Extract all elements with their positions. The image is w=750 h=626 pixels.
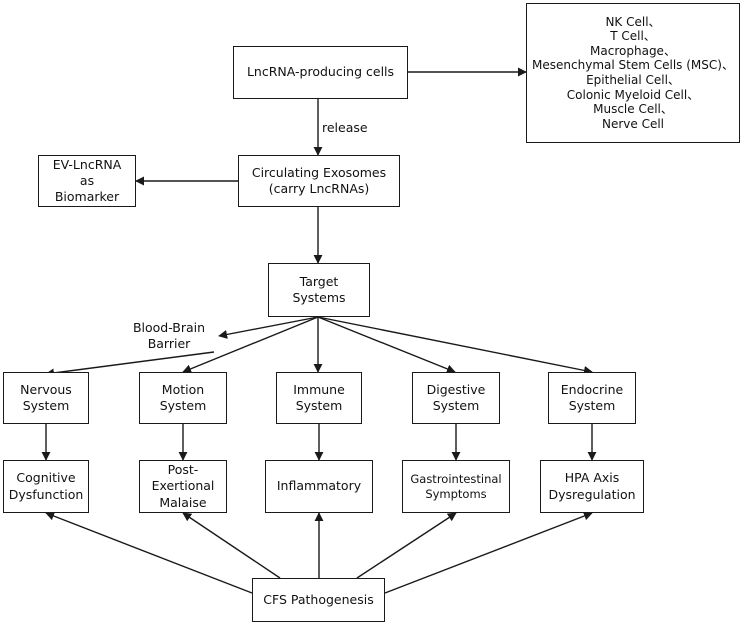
endocrine-system-box: Endocrine System bbox=[548, 372, 636, 424]
nervous-line-1: Nervous bbox=[20, 381, 72, 397]
bbb-line-2: Barrier bbox=[147, 336, 191, 352]
cell-type-epithelial: Epithelial Cell、 bbox=[586, 73, 680, 87]
digestive-system-box: Digestive System bbox=[412, 372, 500, 424]
immune-line-2: System bbox=[295, 398, 343, 413]
exosomes-line-1: Circulating Exosomes bbox=[251, 164, 387, 180]
endocrine-line-2: System bbox=[568, 398, 616, 413]
cognitive-line-1: Cognitive bbox=[16, 470, 76, 486]
motion-line-2: System bbox=[159, 398, 207, 413]
cell-type-t: T Cell、 bbox=[610, 29, 656, 44]
arrow-cfs-to-cognitive bbox=[45, 511, 253, 594]
circulating-exosomes-box: Circulating Exosomes (carry LncRNAs) bbox=[238, 155, 400, 207]
cfs-text: CFS Pathogenesis bbox=[263, 591, 374, 607]
biomarker-line-2: as bbox=[79, 172, 95, 188]
cell-type-macrophage: Macrophage、 bbox=[590, 43, 676, 58]
cell-type-colonic-myeloid: Colonic Myeloid Cell、 bbox=[566, 87, 700, 102]
target-systems-line-1: Target bbox=[299, 273, 339, 289]
post-exertional-malaise-box: Post- Exertional Malaise bbox=[139, 460, 227, 513]
cell-type-msc: Mesenchymal Stem Cells (MSC)、 bbox=[532, 58, 734, 73]
immune-system-box: Immune System bbox=[276, 372, 362, 424]
pem-line-3: Malaise bbox=[159, 494, 207, 510]
motion-line-1: Motion bbox=[161, 381, 205, 397]
arrow-cfs-to-gi bbox=[356, 512, 457, 579]
endocrine-line-1: Endocrine bbox=[560, 381, 624, 397]
blood-brain-barrier-label: Blood-Brain Barrier bbox=[122, 320, 216, 353]
target-systems-box: Target Systems bbox=[268, 263, 370, 317]
pem-line-2: Exertional bbox=[151, 478, 215, 494]
arrow-cfs-to-pem bbox=[182, 512, 281, 579]
bbb-line-1: Blood-Brain bbox=[132, 320, 206, 335]
lncrna-producing-cells-text: LncRNA-producing cells bbox=[246, 64, 395, 80]
inflammatory-box: Inflammatory bbox=[265, 460, 373, 513]
hpa-axis-dysregulation-box: HPA Axis Dysregulation bbox=[540, 460, 644, 513]
hpa-line-2: Dysregulation bbox=[548, 486, 636, 502]
motion-system-box: Motion System bbox=[139, 372, 227, 424]
cfs-pathogenesis-box: CFS Pathogenesis bbox=[252, 578, 385, 622]
cognitive-dysfunction-box: Cognitive Dysfunction bbox=[3, 460, 89, 513]
immune-line-1: Immune bbox=[293, 381, 345, 397]
arrow-target-to-digestive bbox=[317, 316, 456, 374]
digestive-line-1: Digestive bbox=[426, 381, 486, 397]
gi-line-2: Symptoms bbox=[425, 486, 487, 501]
cell-types-box: NK Cell、 T Cell、 Macrophage、 Mesenchymal… bbox=[526, 3, 740, 143]
gi-line-1: Gastrointestinal bbox=[410, 471, 502, 486]
digestive-line-2: System bbox=[432, 398, 480, 413]
arrow-target-to-bbb bbox=[218, 316, 319, 339]
arrow-target-to-endocrine bbox=[317, 316, 593, 375]
ev-lncrna-biomarker-box: EV-LncRNA as Biomarker bbox=[38, 155, 136, 207]
biomarker-line-3: Biomarker bbox=[54, 189, 120, 205]
nervous-line-2: System bbox=[22, 398, 70, 413]
release-label: release bbox=[322, 120, 368, 135]
biomarker-line-1: EV-LncRNA bbox=[52, 156, 122, 172]
exosomes-line-2: (carry LncRNAs) bbox=[268, 181, 370, 196]
pem-line-1: Post- bbox=[167, 462, 199, 478]
cell-type-muscle: Muscle Cell、 bbox=[593, 102, 673, 117]
cell-type-nerve: Nerve Cell bbox=[601, 116, 665, 131]
inflammatory-text: Inflammatory bbox=[276, 478, 362, 494]
nervous-system-box: Nervous System bbox=[3, 372, 89, 424]
arrow-target-to-motion bbox=[182, 316, 319, 374]
lncrna-producing-cells-box: LncRNA-producing cells bbox=[233, 46, 408, 99]
hpa-line-1: HPA Axis bbox=[564, 470, 620, 486]
arrow-cfs-to-hpa bbox=[384, 511, 593, 594]
gastrointestinal-symptoms-box: Gastrointestinal Symptoms bbox=[402, 460, 510, 513]
cell-type-nk: NK Cell、 bbox=[605, 14, 661, 29]
target-systems-line-2: Systems bbox=[292, 290, 346, 305]
arrow-bbb-to-nervous bbox=[45, 351, 215, 378]
cognitive-line-2: Dysfunction bbox=[8, 486, 84, 502]
